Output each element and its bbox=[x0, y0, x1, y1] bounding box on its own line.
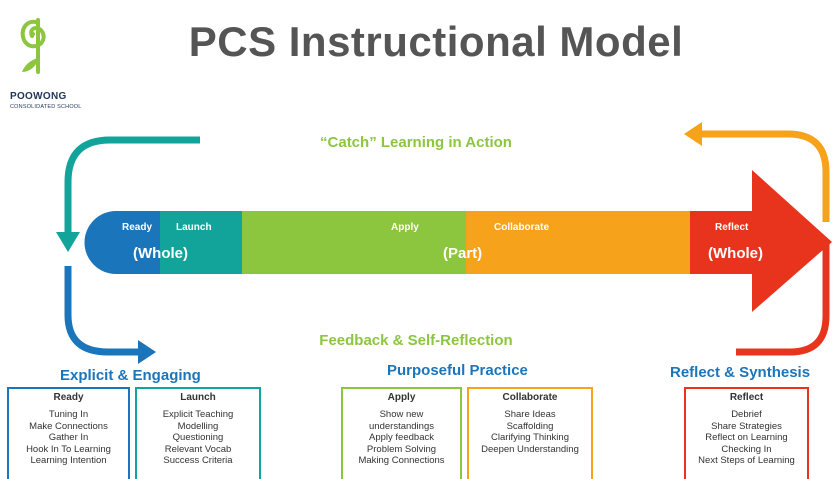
feedback-label: Feedback & Self-Reflection bbox=[319, 332, 513, 349]
main-arrow bbox=[84, 170, 832, 312]
loop-arrow-bottom-left bbox=[64, 266, 156, 364]
catch-label: “Catch” Learning in Action bbox=[320, 134, 512, 151]
box-apply-item: Apply feedback bbox=[369, 432, 434, 443]
box-launch-item: Questioning bbox=[172, 432, 224, 443]
stage-ready-label: Ready bbox=[122, 222, 153, 233]
box-reflect: Reflect Debrief Share Strategies Reflect… bbox=[684, 387, 809, 479]
box-launch: Launch Explicit Teaching Modelling Quest… bbox=[135, 387, 261, 479]
box-launch-item: Modelling bbox=[177, 420, 219, 432]
box-collaborate-heading: Collaborate bbox=[502, 392, 558, 403]
loop-arrow-bottom-right bbox=[736, 244, 830, 356]
box-apply-item: Problem Solving bbox=[366, 443, 437, 455]
arrow-head bbox=[752, 170, 832, 312]
box-collaborate-item: Clarifying Thinking bbox=[491, 432, 569, 443]
box-ready-item: Tuning In bbox=[48, 409, 89, 420]
box-ready-item: Learning Intention bbox=[30, 455, 107, 466]
box-reflect-heading: Reflect bbox=[729, 392, 764, 403]
segment-launch bbox=[160, 211, 242, 274]
stage-launch-label: Launch bbox=[176, 222, 212, 233]
loop-arrow-top-left bbox=[56, 136, 200, 252]
box-collaborate: Collaborate Share Ideas Scaffolding Clar… bbox=[467, 387, 593, 479]
phase-whole-right: (Whole) bbox=[708, 245, 763, 262]
box-ready-item: Make Connections bbox=[29, 420, 108, 432]
phase-part: (Part) bbox=[443, 245, 483, 262]
box-ready-item: Hook In To Learning bbox=[26, 443, 111, 455]
section-purposeful-practice: Purposeful Practice bbox=[387, 362, 528, 379]
stage-reflect-label: Reflect bbox=[715, 222, 749, 233]
box-reflect-item: Checking In bbox=[721, 443, 772, 455]
logo-name: POOWONG bbox=[10, 91, 67, 102]
box-launch-item: Explicit Teaching bbox=[162, 409, 234, 420]
box-reflect-item: Debrief bbox=[731, 409, 762, 420]
box-launch-heading: Launch bbox=[180, 392, 216, 403]
phase-whole-left: (Whole) bbox=[133, 245, 188, 262]
loop-arrow-top-right bbox=[684, 122, 830, 222]
box-apply: Apply Show new understandings Apply feed… bbox=[341, 387, 462, 479]
box-apply-item: understandings bbox=[369, 420, 434, 432]
box-collaborate-item: Deepen Understanding bbox=[481, 443, 579, 455]
segment-ready bbox=[84, 211, 160, 274]
stage-apply-label: Apply bbox=[391, 222, 419, 233]
box-launch-item: Success Criteria bbox=[163, 455, 233, 466]
box-apply-item: Show new bbox=[379, 409, 424, 420]
box-apply-item: Making Connections bbox=[358, 455, 445, 466]
box-reflect-item: Share Strategies bbox=[711, 420, 782, 432]
box-collaborate-item: Share Ideas bbox=[504, 409, 556, 420]
stage-collaborate-label: Collaborate bbox=[494, 222, 550, 233]
segment-collaborate bbox=[466, 211, 690, 274]
section-reflect-synthesis: Reflect & Synthesis bbox=[670, 364, 811, 381]
box-reflect-item: Next Steps of Learning bbox=[698, 455, 795, 466]
section-explicit-engaging: Explicit & Engaging bbox=[60, 367, 201, 384]
box-apply-heading: Apply bbox=[387, 392, 416, 403]
box-launch-item: Relevant Vocab bbox=[164, 443, 232, 455]
box-ready: Ready Tuning In Make Connections Gather … bbox=[7, 387, 130, 479]
logo-subtitle: CONSOLIDATED SCHOOL bbox=[10, 104, 82, 110]
page-title: PCS Instructional Model bbox=[188, 18, 684, 65]
segment-apply bbox=[242, 211, 466, 274]
box-collaborate-item: Scaffolding bbox=[506, 420, 554, 432]
box-ready-heading: Ready bbox=[53, 392, 84, 403]
box-reflect-item: Reflect on Learning bbox=[705, 432, 788, 443]
logo-icon bbox=[20, 18, 46, 74]
box-ready-item: Gather In bbox=[48, 432, 89, 443]
